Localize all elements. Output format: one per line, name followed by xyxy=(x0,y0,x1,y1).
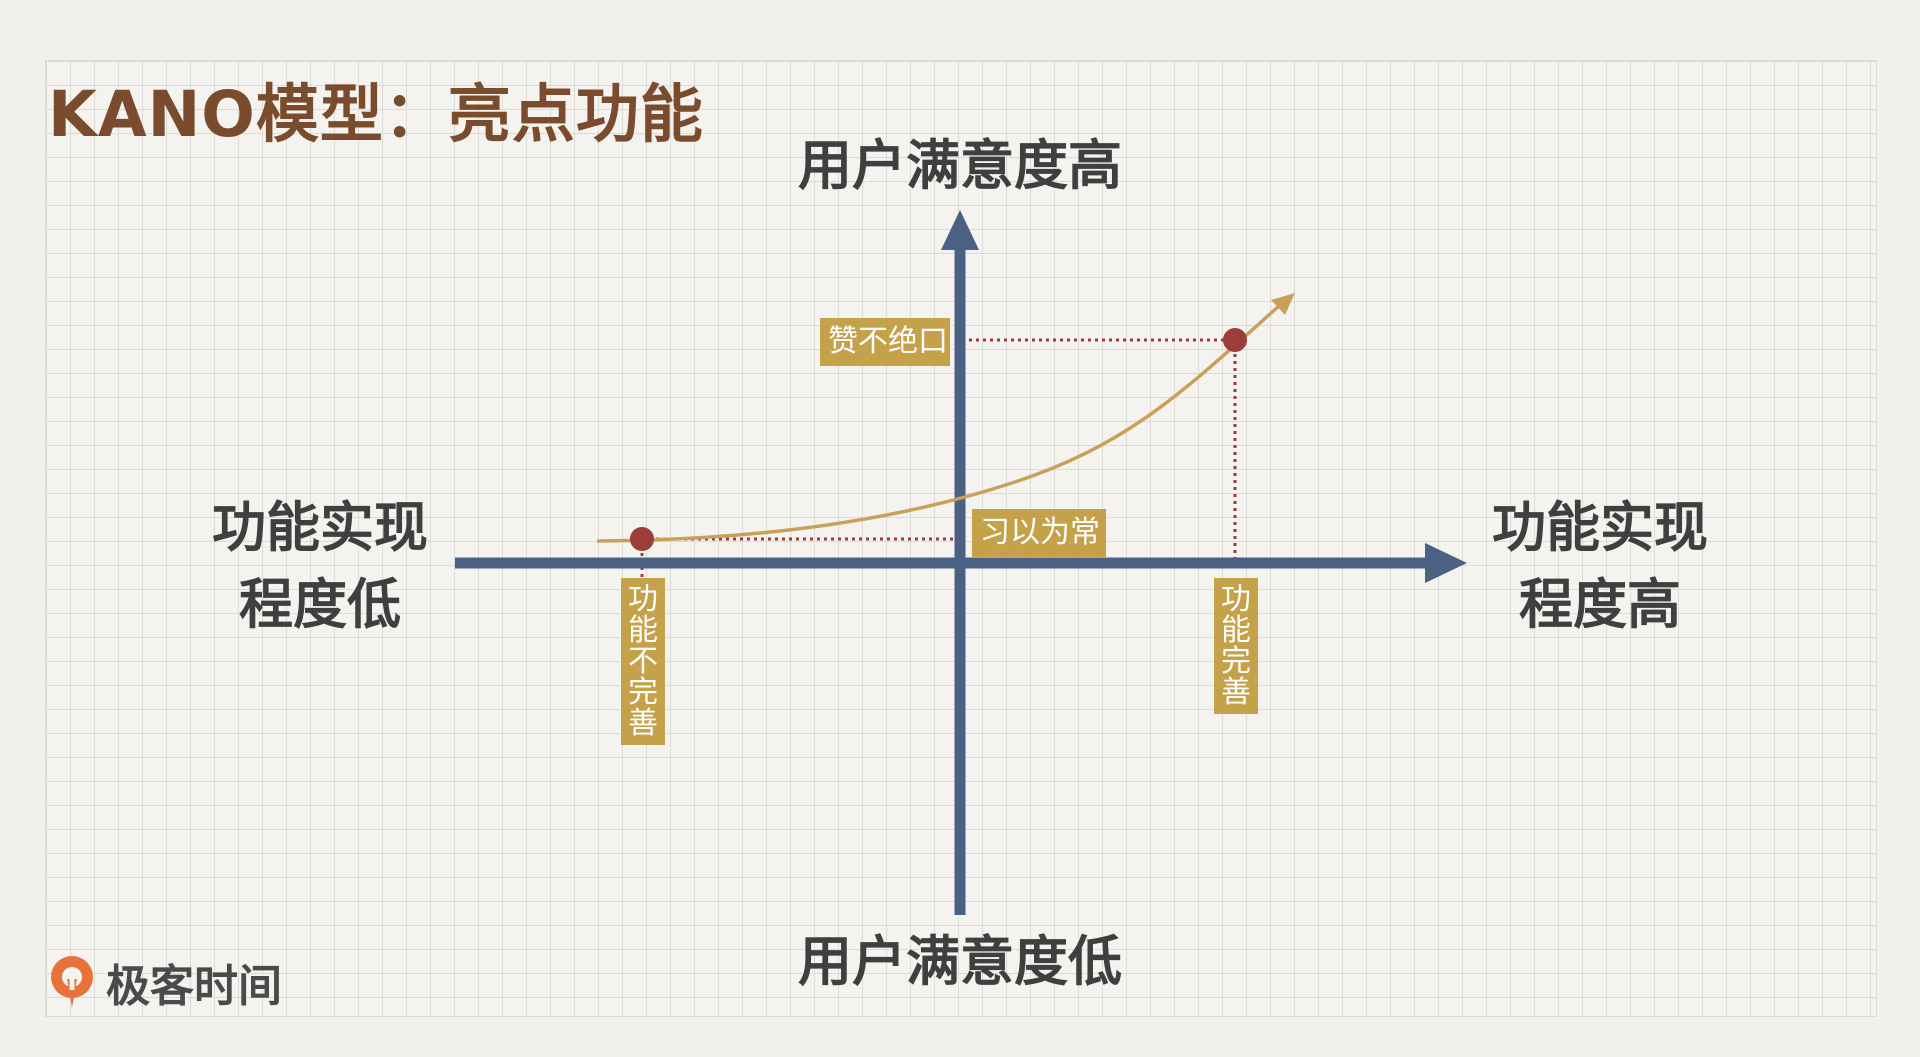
axis-label-left-line2: 程度低 xyxy=(239,572,401,636)
delight-point xyxy=(1223,328,1247,352)
tag-complete: 功能完善 xyxy=(1214,578,1258,714)
axis-label-right-line1: 功能实现 xyxy=(1492,496,1708,559)
tag-basic: 习以为常 xyxy=(972,509,1106,557)
tag-incomplete: 功能不完善 xyxy=(621,578,665,745)
axis-label-bottom: 用户满意度低 xyxy=(798,930,1122,993)
axis-label-right: 功能实现 程度高 xyxy=(1430,490,1770,643)
axis-label-top: 用户满意度高 xyxy=(798,134,1122,197)
basic-point xyxy=(630,527,654,551)
axis-label-right-line2: 程度高 xyxy=(1519,572,1681,636)
tag-delight: 赞不绝口 xyxy=(820,318,950,366)
x-axis-arrow-icon xyxy=(1425,543,1467,583)
logo-text: 极客时间 xyxy=(106,961,282,1012)
geektime-logo-icon xyxy=(51,956,93,1008)
axis-label-left-line1: 功能实现 xyxy=(212,496,428,559)
axis-label-left: 功能实现 程度低 xyxy=(150,490,490,643)
curve-arrow-icon xyxy=(1271,293,1295,315)
page-title: KANO模型：亮点功能 xyxy=(48,78,704,151)
y-axis-arrow-icon xyxy=(941,210,979,250)
delight-curve xyxy=(596,303,1282,543)
logo: 极客时间 xyxy=(46,950,282,1014)
